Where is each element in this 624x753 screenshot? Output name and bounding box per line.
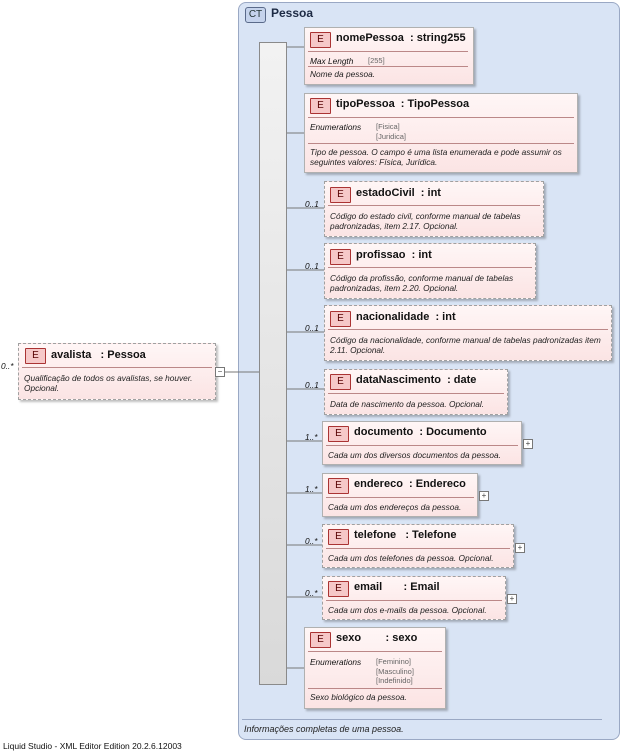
element-name: nacionalidade : int xyxy=(356,311,456,323)
element-badge: E xyxy=(310,98,331,114)
element-cardinality: 0..1 xyxy=(305,199,319,209)
element-cardinality: 1..* xyxy=(305,432,318,442)
element-cardinality: 0..* xyxy=(305,536,318,546)
element-documentation: Código da nacionalidade, conforme manual… xyxy=(330,335,601,355)
element-badge: E xyxy=(310,632,331,648)
element-box-dataNascimento[interactable] xyxy=(324,369,508,415)
root-element-name: avalista : Pessoa xyxy=(51,349,146,361)
element-box-nacionalidade[interactable] xyxy=(324,305,612,361)
element-cardinality: 0..* xyxy=(305,588,318,598)
element-documentation: Cada um dos endereços da pessoa. xyxy=(328,502,462,512)
element-name: dataNascimento : date xyxy=(356,374,477,386)
expand-icon[interactable]: + xyxy=(507,594,517,604)
element-documentation: Data de nascimento da pessoa. Opcional. xyxy=(330,399,485,409)
element-documentation: Nome da pessoa. xyxy=(310,69,376,79)
facet-values: [Feminino] [Masculino] [Indefinido] xyxy=(376,657,414,685)
element-name: telefone : Telefone xyxy=(354,529,457,541)
element-badge: E xyxy=(330,187,351,203)
element-name: email : Email xyxy=(354,581,440,593)
element-name: profissao : int xyxy=(356,249,432,261)
element-box-documento[interactable] xyxy=(322,421,522,465)
element-documentation: Cada um dos telefones da pessoa. Opciona… xyxy=(328,553,494,563)
facet-values: [255] xyxy=(368,56,385,65)
complex-type-documentation: Informações completas de uma pessoa. xyxy=(244,724,404,734)
facet-label: Max Length xyxy=(310,56,354,66)
element-separator xyxy=(308,688,442,689)
element-badge: E xyxy=(328,529,349,545)
expand-icon[interactable]: + xyxy=(523,439,533,449)
element-box-telefone[interactable] xyxy=(322,524,514,568)
element-name: endereco : Endereco xyxy=(354,478,466,490)
collapse-icon[interactable]: − xyxy=(215,367,225,377)
expand-icon[interactable]: + xyxy=(479,491,489,501)
root-element-box[interactable] xyxy=(18,343,216,400)
element-badge: E xyxy=(310,32,331,48)
root-separator xyxy=(22,367,212,368)
element-badge: E xyxy=(328,426,349,442)
element-separator xyxy=(308,66,468,67)
element-documentation: Cada um dos e-mails da pessoa. Opcional. xyxy=(328,605,487,615)
element-badge: E xyxy=(328,581,349,597)
element-badge: E xyxy=(330,249,351,265)
element-documentation: Sexo biológico da pessoa. xyxy=(310,692,407,702)
element-documentation: Código da profissão, conforme manual de … xyxy=(330,273,514,293)
element-separator xyxy=(308,51,468,52)
complex-type-separator xyxy=(242,719,602,720)
element-badge: E xyxy=(330,374,351,390)
element-cardinality: 0..1 xyxy=(305,261,319,271)
element-separator xyxy=(328,393,504,394)
footer-version: Liquid Studio - XML Editor Edition 20.2.… xyxy=(3,741,182,751)
element-name: nomePessoa : string255 xyxy=(336,32,466,44)
element-separator xyxy=(308,117,574,118)
sequence-icon xyxy=(263,352,285,376)
element-documentation: Cada um dos diversos documentos da pesso… xyxy=(328,450,501,460)
element-documentation: Tipo de pessoa. O campo é uma lista enum… xyxy=(310,147,562,167)
facet-label: Enumerations xyxy=(310,657,362,667)
element-cardinality: 1..* xyxy=(305,484,318,494)
element-box-estadoCivil[interactable] xyxy=(324,181,544,237)
sequence-compositor[interactable] xyxy=(259,42,287,685)
element-badge: E xyxy=(328,478,349,494)
facet-label: Enumerations xyxy=(310,122,362,132)
element-separator xyxy=(326,445,518,446)
element-name: sexo : sexo xyxy=(336,632,418,644)
expand-icon[interactable]: + xyxy=(515,543,525,553)
element-cardinality: 0..1 xyxy=(305,323,319,333)
element-separator xyxy=(326,600,502,601)
complex-type-name[interactable]: Pessoa xyxy=(271,6,314,20)
element-separator xyxy=(328,267,532,268)
element-documentation: Código do estado civil, conforme manual … xyxy=(330,211,521,231)
element-badge: E xyxy=(330,311,351,327)
element-name: documento : Documento xyxy=(354,426,487,438)
element-name: estadoCivil : int xyxy=(356,187,441,199)
element-separator xyxy=(308,651,442,652)
root-cardinality: 0..* xyxy=(1,361,14,371)
element-box-tipoPessoa[interactable] xyxy=(304,93,578,173)
element-separator xyxy=(308,143,574,144)
element-separator xyxy=(328,205,540,206)
complex-type-badge: CT xyxy=(245,7,266,23)
root-documentation: Qualificação de todos os avalistas, se h… xyxy=(24,373,193,393)
facet-values: [Fisica] [Juridica] xyxy=(376,122,407,141)
element-separator xyxy=(326,548,510,549)
element-badge: E xyxy=(25,348,46,364)
element-name: tipoPessoa : TipoPessoa xyxy=(336,98,470,110)
element-box-email[interactable] xyxy=(322,576,506,620)
element-separator xyxy=(326,497,474,498)
element-cardinality: 0..1 xyxy=(305,380,319,390)
element-separator xyxy=(328,329,608,330)
element-box-nomePessoa[interactable] xyxy=(304,27,474,85)
element-box-profissao[interactable] xyxy=(324,243,536,299)
